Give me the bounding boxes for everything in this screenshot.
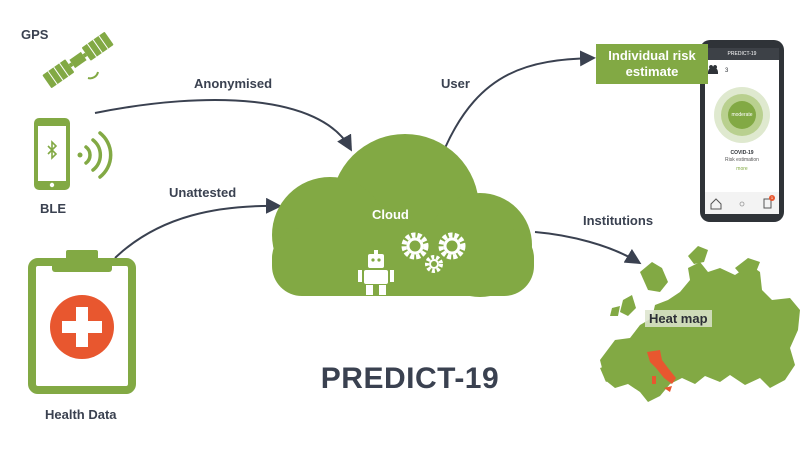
arrow-anonymised [94,98,352,152]
phone-header: PREDICT-19 [727,51,757,57]
arrow-unattested [114,197,282,259]
ble-phone-icon [34,118,70,190]
phone-count: 3 [725,68,729,74]
arrow-institutions [534,231,642,265]
page-title: PREDICT-19 [320,362,500,395]
europe-map [600,246,800,402]
heat-map-label: Heat map [645,310,712,327]
health-clipboard-icon [28,250,136,394]
anonymised-label: Anonymised [194,76,273,91]
cloud-label: Cloud [372,207,409,222]
phone-circle-label: moderate [731,112,753,118]
cloud-shape [272,134,534,297]
italy-highlight [647,350,676,392]
user-label: User [441,76,470,91]
phone-more-link: more [736,166,748,172]
unattested-label: Unattested [169,185,237,200]
phone-covid-sub: Risk estimation [725,157,759,163]
gps-label: GPS [21,27,49,42]
risk-box-line2: estimate [625,64,679,79]
phone-covid-title: COVID-19 [730,150,754,156]
institutions-label: Institutions [583,213,654,228]
satellite-icon [42,32,114,88]
phone-badge: 1 [770,195,774,200]
robot-icon [358,250,394,295]
phone-mockup [700,40,784,222]
health-data-label: Health Data [45,407,117,422]
risk-estimate-box: Individual risk estimate [596,44,708,84]
signal-waves-icon [77,131,113,179]
gears-icon [401,232,466,273]
arrow-user [444,50,596,149]
ble-label: BLE [40,201,66,216]
risk-box-line1: Individual risk [608,48,696,63]
